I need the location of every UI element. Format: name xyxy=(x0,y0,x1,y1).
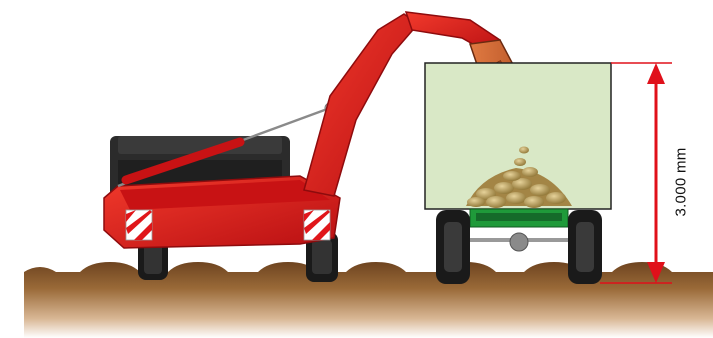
elevator-boom xyxy=(304,14,418,196)
tipping-trailer xyxy=(425,63,611,284)
ground xyxy=(24,262,713,338)
warning-stripes-right xyxy=(304,210,330,240)
warning-stripes-left xyxy=(126,210,152,240)
height-dimension-label: 3.000 mm xyxy=(673,147,690,216)
